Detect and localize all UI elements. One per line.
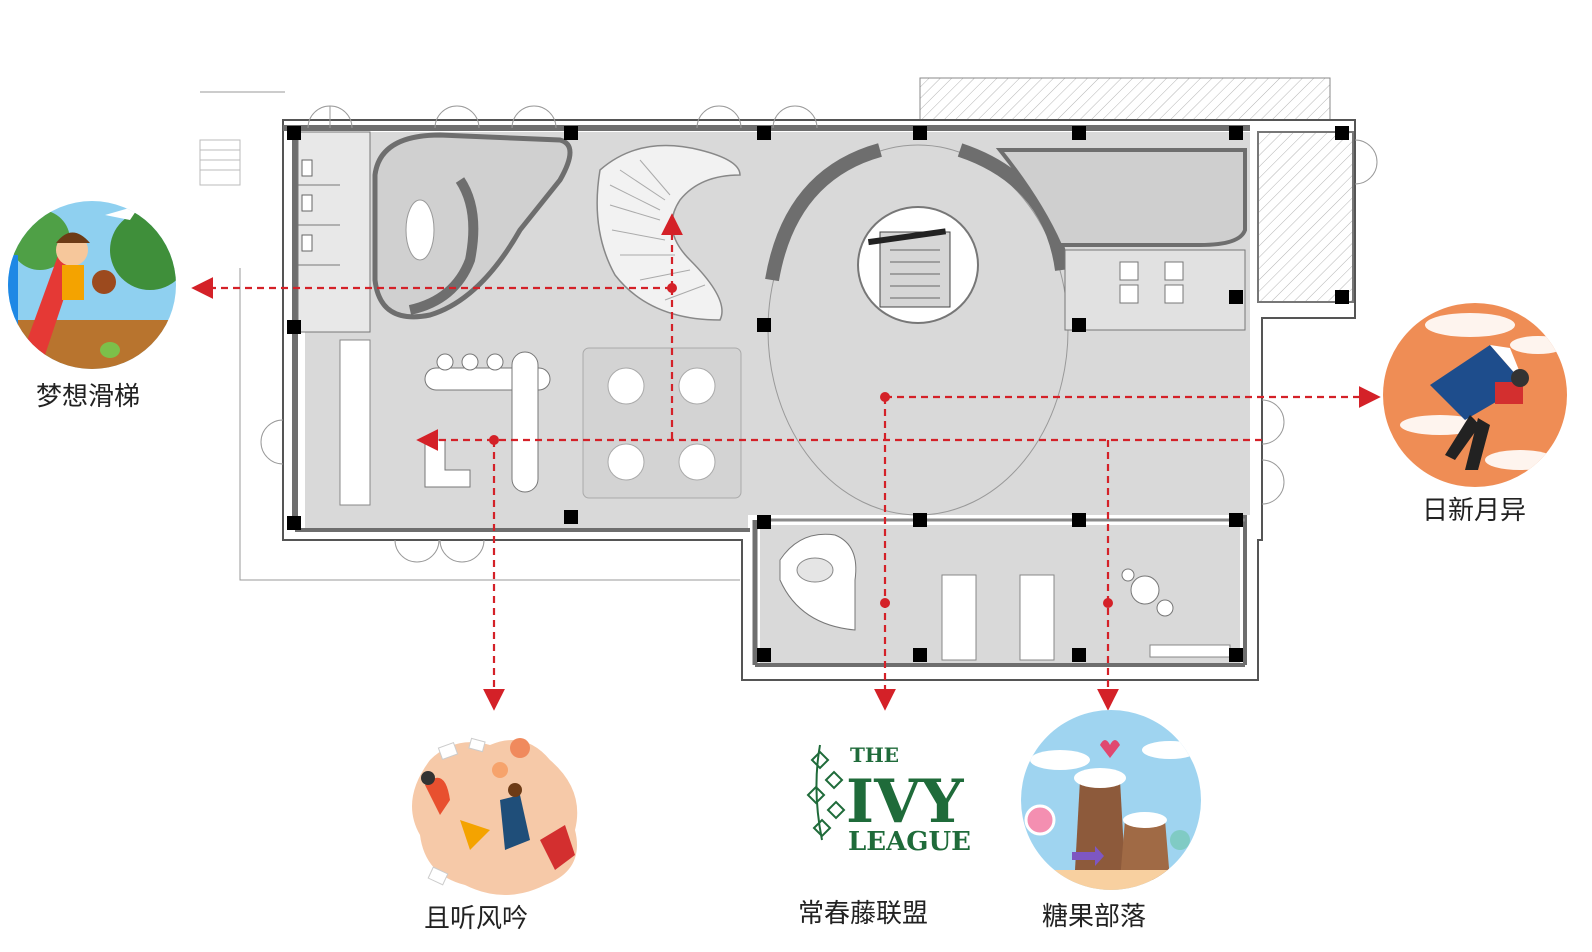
route-lines [191, 213, 1381, 711]
zone-label-listen-chant: 且听风吟 [424, 904, 529, 934]
zone-label-day-by-day: 日新月异 [1422, 496, 1527, 526]
ivy-logo-the: THE [850, 743, 899, 767]
reception-area [339, 339, 551, 506]
route-node-candy [1103, 598, 1113, 608]
zone-label-candy-tribe: 糖果部落 [1042, 902, 1147, 932]
candy-land-illustration [1021, 710, 1201, 890]
dancing-readers-illustration [412, 737, 578, 895]
child-on-slide-illustration [8, 201, 176, 369]
route-nodes [489, 283, 1113, 608]
lower-rooms-furniture [779, 533, 1231, 661]
zone-label-dream-slide: 梦想滑梯 [36, 382, 141, 412]
slide-room [372, 132, 573, 320]
stairwell [1257, 131, 1354, 303]
route-node-oval [880, 392, 890, 402]
floor-plan [199, 77, 1378, 681]
ivy-logo-ivy: IVY [846, 767, 965, 837]
structural-columns [287, 126, 1349, 662]
cafe-tables [582, 347, 742, 499]
central-oval [765, 143, 1069, 516]
ivy-logo-league: LEAGUE [848, 827, 971, 857]
zone-label-ivy-league: 常春藤联盟 [798, 899, 929, 929]
doors [260, 105, 1378, 563]
flying-book-reader-illustration [1383, 303, 1567, 487]
route-node-listen [489, 435, 499, 445]
route-node-stair [667, 283, 677, 293]
restroom-block [297, 131, 371, 333]
ivy-league-logo: THE IVY LEAGUE [806, 743, 971, 857]
route-node-ivy [880, 598, 890, 608]
right-room [995, 148, 1247, 331]
site-outline [199, 91, 740, 581]
